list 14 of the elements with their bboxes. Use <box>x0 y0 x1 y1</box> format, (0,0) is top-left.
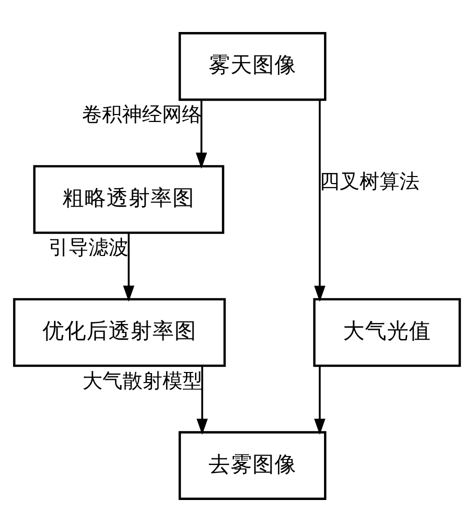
arrow <box>196 366 208 434</box>
edge-label: 引导滤波 <box>48 234 128 259</box>
node-box: 雾天图像 <box>178 32 326 100</box>
node-box: 优化后透射率图 <box>13 298 226 366</box>
node-box: 大气光值 <box>313 298 461 366</box>
edge-label: 四叉树算法 <box>319 168 420 192</box>
edge-label: 卷积神经网络 <box>82 102 202 126</box>
arrow <box>196 100 208 168</box>
arrow <box>314 100 326 302</box>
arrow <box>123 232 134 302</box>
node-box: 去雾图像 <box>178 430 326 500</box>
arrow <box>314 366 326 434</box>
node-box: 粗略透射率图 <box>33 164 224 234</box>
edge-label: 大气散射模型 <box>82 368 203 392</box>
